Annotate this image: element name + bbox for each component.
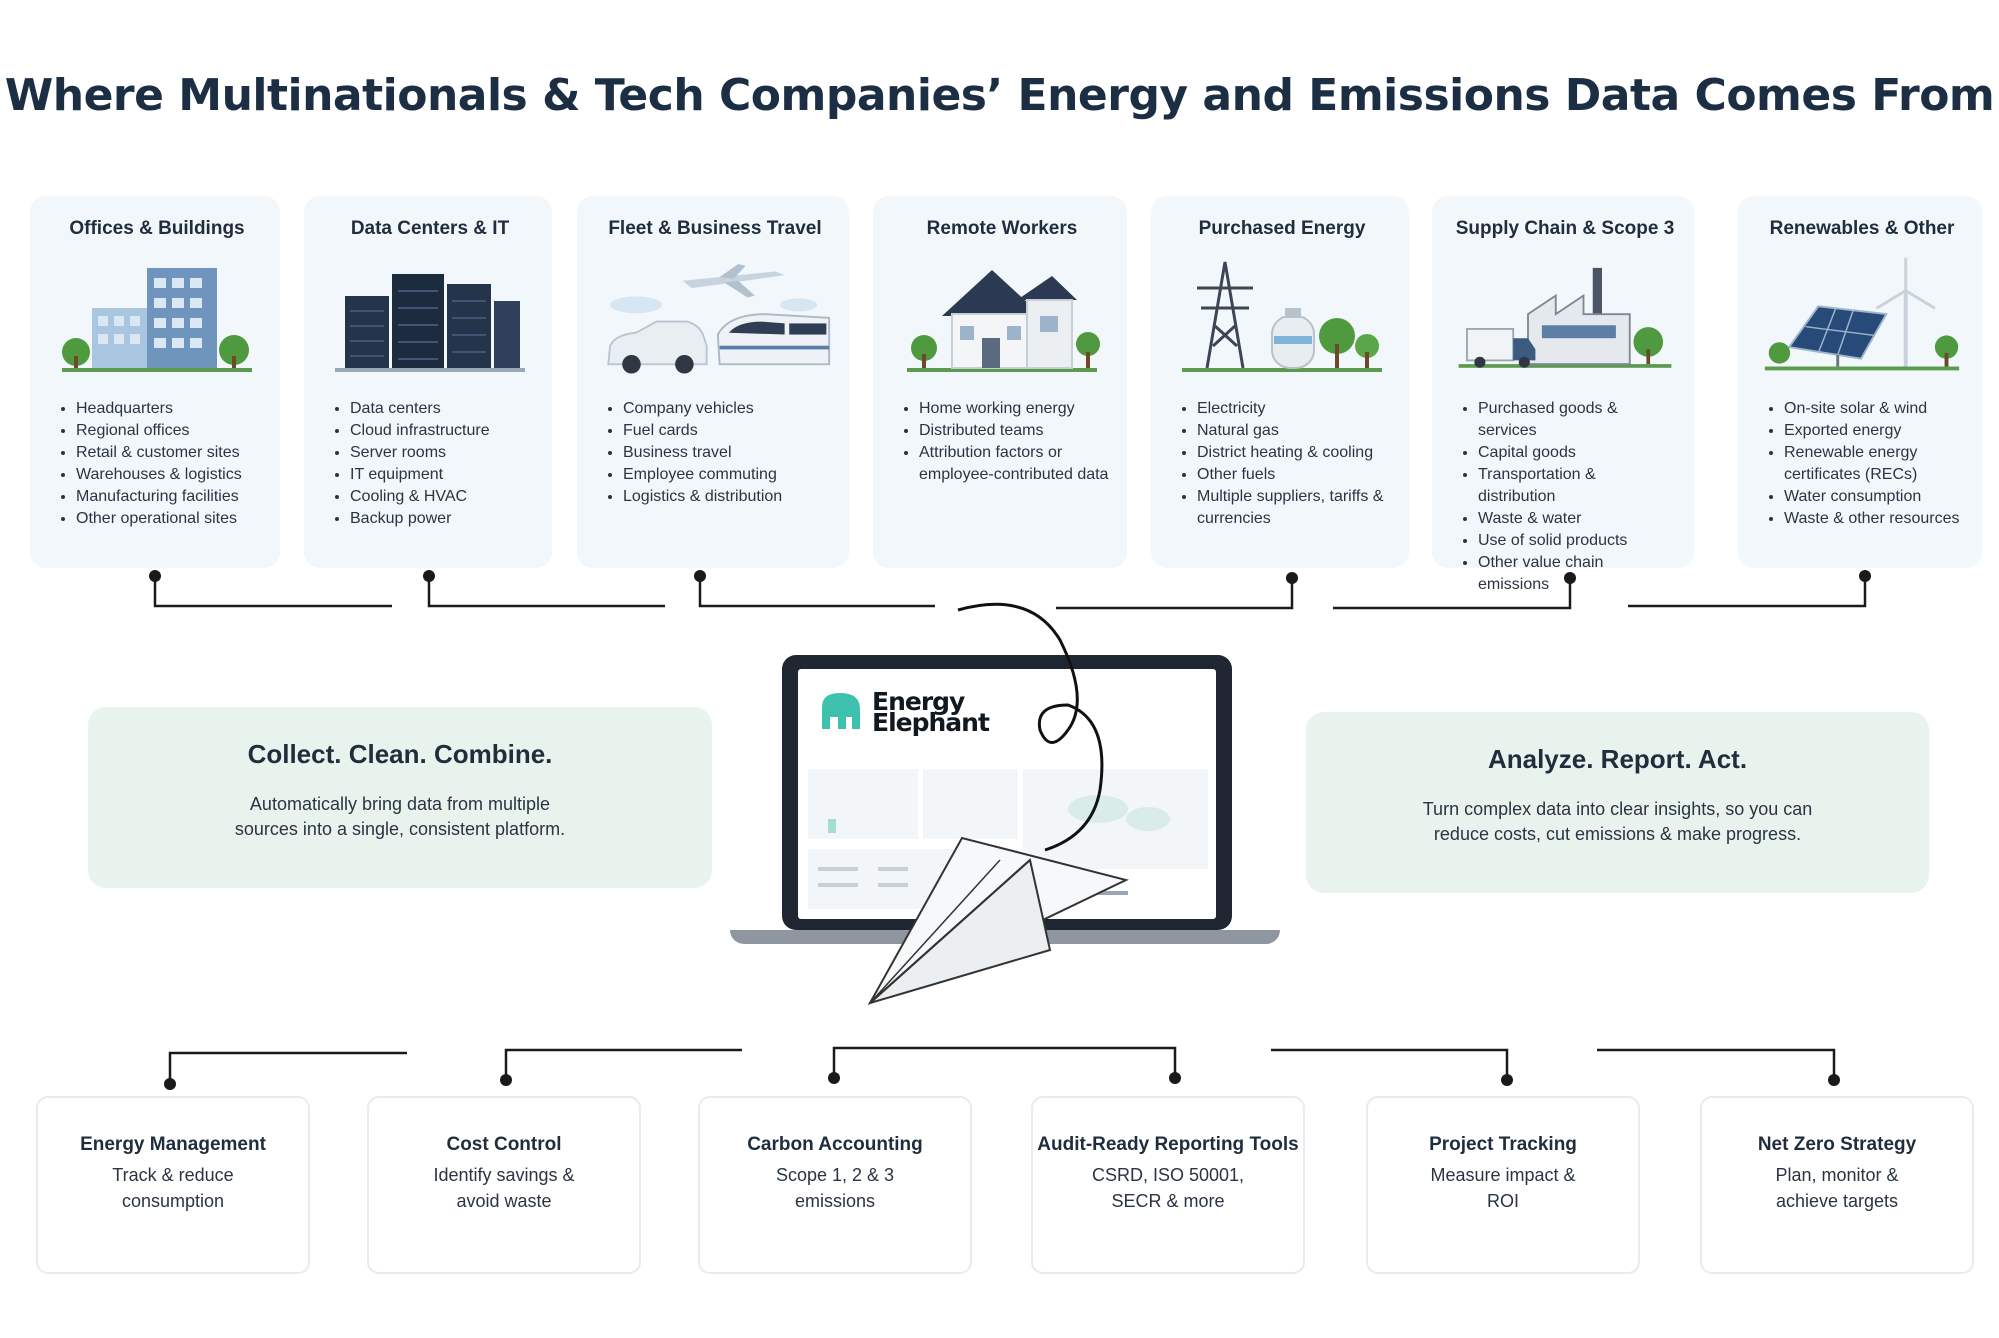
- output-card-energy-management: Energy Management Track & reduce consump…: [36, 1096, 310, 1274]
- elephant-logo-icon: [822, 693, 860, 729]
- source-card-supply-chain: Supply Chain & Scope 3 Purchased goods &…: [1432, 196, 1694, 593]
- source-card-data-centers: Data Centers & IT Data centers Cloud inf…: [304, 196, 552, 568]
- output-subtitle: Identify savings & avoid waste: [433, 1165, 575, 1211]
- list-item: District heating & cooling: [1197, 442, 1391, 464]
- brand-name: Energy Elephant: [872, 687, 990, 737]
- source-card-title: Supply Chain & Scope 3: [1455, 218, 1675, 239]
- source-card-title: Purchased Energy: [1198, 218, 1366, 239]
- list-item: Backup power: [350, 508, 534, 530]
- brand-line-2: Elephant: [872, 708, 990, 737]
- output-subtitle: CSRD, ISO 50001, SECR & more: [1091, 1165, 1245, 1211]
- output-title: Energy Management: [80, 1134, 266, 1155]
- brand-line-1: Energy: [872, 687, 965, 716]
- output-subtitle: Scope 1, 2 & 3 emissions: [775, 1165, 895, 1211]
- source-list: Purchased goods & services Capital goods…: [1454, 398, 1676, 596]
- output-title: Project Tracking: [1429, 1134, 1577, 1155]
- source-card-title: Data Centers & IT: [350, 218, 510, 239]
- output-subtitle: Plan, monitor & achieve targets: [1775, 1165, 1899, 1211]
- output-title: Audit-Ready Reporting Tools: [1037, 1134, 1299, 1155]
- list-item: Warehouses & logistics: [76, 464, 262, 486]
- list-item: Server rooms: [350, 442, 534, 464]
- list-item: Other fuels: [1197, 464, 1391, 486]
- analyze-panel: Analyze. Report. Act. Turn complex data …: [1306, 712, 1929, 893]
- output-card-audit-reporting: Audit-Ready Reporting Tools CSRD, ISO 50…: [1031, 1096, 1305, 1274]
- output-title: Net Zero Strategy: [1757, 1134, 1917, 1155]
- list-item: Home working energy: [919, 398, 1109, 420]
- page-title: Where Multinationals & Tech Companies’ E…: [4, 70, 1995, 121]
- list-item: Cloud infrastructure: [350, 420, 534, 442]
- list-item: Natural gas: [1197, 420, 1391, 442]
- solar-wind-icon: [1760, 252, 1964, 376]
- list-item: Attribution factors or employee-contribu…: [919, 442, 1109, 486]
- brand: Energy Elephant: [818, 687, 990, 737]
- panel-title: Analyze. Report. Act.: [1487, 744, 1748, 774]
- source-card-purchased-energy: Purchased Energy Electricity Natural gas…: [1151, 196, 1409, 568]
- list-item: Other operational sites: [76, 508, 262, 530]
- list-item: Other value chain emissions: [1478, 552, 1676, 596]
- source-card-title: Offices & Buildings: [69, 218, 245, 239]
- list-item: Business travel: [623, 442, 831, 464]
- output-card-carbon-accounting: Carbon Accounting Scope 1, 2 & 3 emissio…: [698, 1096, 972, 1274]
- collect-panel: Collect. Clean. Combine. Automatically b…: [88, 707, 712, 888]
- source-list: Data centers Cloud infrastructure Server…: [326, 398, 534, 530]
- list-item: On-site solar & wind: [1784, 398, 1964, 420]
- list-item: Headquarters: [76, 398, 262, 420]
- list-item: Data centers: [350, 398, 534, 420]
- source-list: On-site solar & wind Exported energy Ren…: [1760, 398, 1964, 530]
- list-item: IT equipment: [350, 464, 534, 486]
- list-item: Waste & water: [1478, 508, 1676, 530]
- source-list: Company vehicles Fuel cards Business tra…: [599, 398, 831, 508]
- source-card-title: Renewables & Other: [1769, 218, 1955, 239]
- list-item: Electricity: [1197, 398, 1391, 420]
- list-item: Fuel cards: [623, 420, 831, 442]
- list-item: Capital goods: [1478, 442, 1676, 464]
- list-item: Transportation & distribution: [1478, 464, 1676, 508]
- source-list: Electricity Natural gas District heating…: [1173, 398, 1391, 530]
- source-list: Home working energy Distributed teams At…: [895, 398, 1109, 486]
- list-item: Manufacturing facilities: [76, 486, 262, 508]
- list-item: Water consumption: [1784, 486, 1964, 508]
- list-item: Distributed teams: [919, 420, 1109, 442]
- output-card-project-tracking: Project Tracking Measure impact & ROI: [1366, 1096, 1640, 1274]
- factory-truck-icon: [1454, 252, 1676, 376]
- list-item: Renewable energy certificates (RECs): [1784, 442, 1964, 486]
- data-center-icon: [326, 252, 534, 376]
- source-card-fleet-travel: Fleet & Business Travel Company vehicles…: [577, 196, 849, 568]
- panel-text: Automatically bring data from multiple s…: [234, 794, 566, 839]
- vehicle-travel-icon: [599, 252, 831, 376]
- office-building-icon: [52, 252, 262, 376]
- list-item: Retail & customer sites: [76, 442, 262, 464]
- source-card-remote-workers: Remote Workers Home working energy Distr…: [873, 196, 1127, 568]
- source-list: Headquarters Regional offices Retail & c…: [52, 398, 262, 530]
- source-card-title: Fleet & Business Travel: [608, 218, 822, 239]
- list-item: Use of solid products: [1478, 530, 1676, 552]
- list-item: Logistics & distribution: [623, 486, 831, 508]
- source-card-renewables: Renewables & Other On-site solar & wind …: [1738, 196, 1982, 568]
- list-item: Company vehicles: [623, 398, 831, 420]
- list-item: Employee commuting: [623, 464, 831, 486]
- power-pylon-icon: [1173, 252, 1391, 376]
- output-subtitle: Measure impact & ROI: [1430, 1165, 1576, 1211]
- panel-title: Collect. Clean. Combine.: [247, 739, 553, 769]
- output-card-cost-control: Cost Control Identify savings & avoid wa…: [367, 1096, 641, 1274]
- output-title: Carbon Accounting: [747, 1134, 923, 1155]
- panel-text: Turn complex data into clear insights, s…: [1422, 799, 1813, 844]
- output-title: Cost Control: [446, 1134, 562, 1155]
- list-item: Regional offices: [76, 420, 262, 442]
- list-item: Purchased goods & services: [1478, 398, 1676, 442]
- output-card-net-zero: Net Zero Strategy Plan, monitor & achiev…: [1700, 1096, 1974, 1274]
- list-item: Waste & other resources: [1784, 508, 1964, 530]
- output-subtitle: Track & reduce consumption: [112, 1165, 234, 1211]
- house-icon: [895, 252, 1109, 376]
- source-card-offices: Offices & Buildings Headquarters Regiona…: [30, 196, 280, 568]
- list-item: Multiple suppliers, tariffs & currencies: [1197, 486, 1391, 530]
- source-card-title: Remote Workers: [926, 218, 1078, 239]
- list-item: Cooling & HVAC: [350, 486, 534, 508]
- list-item: Exported energy: [1784, 420, 1964, 442]
